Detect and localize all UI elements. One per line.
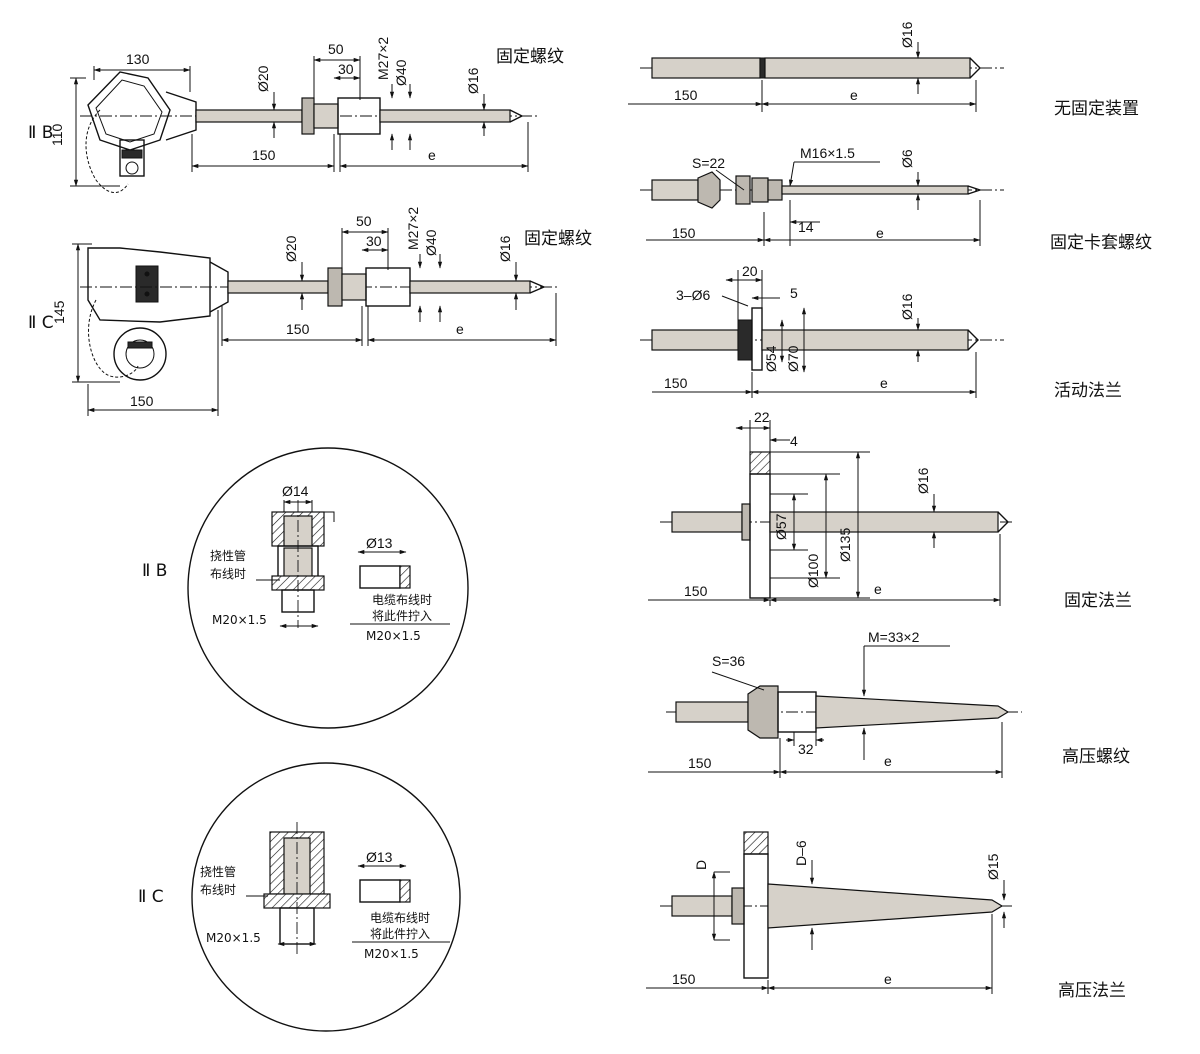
type-IIB-assembly: 130 110 Ⅱ B 150 e 50 30 M27×2 Ø40 Ø20 Ø1… <box>28 37 564 193</box>
detail-IIB-flex-1: 挠性管 <box>210 548 246 563</box>
detail-IIB-cable-2: 将此件拧入 <box>372 609 432 623</box>
detail-IIC-m20-left: M20×1.5 <box>206 931 261 945</box>
label-fixed-flange: 固定法兰 <box>1064 591 1132 611</box>
detail-label-IIC: Ⅱ C <box>138 887 164 907</box>
dim-e-IIB: e <box>428 147 436 163</box>
detail-IIB-circle: Ⅱ B Ø14 挠性管 布线时 M20×1.5 Ø13 电缆布线时 将此件拧入 … <box>142 447 469 729</box>
dim-110: 110 <box>49 123 65 146</box>
variant-fixed-flange: 22 4 Ø57 Ø100 Ø135 150 e Ø16 固定法兰 <box>648 409 1132 611</box>
dim-150-movable: 150 <box>664 375 688 391</box>
dim-150-compression: 150 <box>672 225 696 241</box>
dim-20: 20 <box>742 263 758 279</box>
dim-m33: M=33×2 <box>868 629 920 645</box>
detail-IIC-flex-1: 挠性管 <box>200 864 236 879</box>
dim-phi100: Ø100 <box>805 554 821 588</box>
dim-phi20-IIC: Ø20 <box>283 235 299 262</box>
dim-30-IIC: 30 <box>366 233 382 249</box>
dim-m16: M16×1.5 <box>800 145 855 161</box>
label-type-IIC: Ⅱ C <box>28 313 54 333</box>
dim-150-nofix: 150 <box>674 87 698 103</box>
dim-14: 14 <box>798 219 814 235</box>
dim-32: 32 <box>798 741 814 757</box>
label-movable-flange: 活动法兰 <box>1054 381 1122 401</box>
dim-phi15: Ø15 <box>985 853 1001 880</box>
detail-IIC-cable-1: 电缆布线时 <box>370 911 430 925</box>
dim-e-compression: e <box>876 225 884 241</box>
dim-5: 5 <box>790 285 798 301</box>
dim-50-IIB: 50 <box>328 41 344 57</box>
dim-e-IIC: e <box>456 321 464 337</box>
dim-phi16-movable: Ø16 <box>899 293 915 320</box>
dim-4: 4 <box>790 433 798 449</box>
dim-150-IIC: 150 <box>286 321 310 337</box>
dim-phi135: Ø135 <box>837 528 853 562</box>
variant-no-fixing: 150 e Ø16 无固定装置 <box>628 21 1139 119</box>
dim-130: 130 <box>126 51 150 67</box>
dim-3-phi6: 3–Ø6 <box>676 287 710 303</box>
junction-head-IIC <box>87 247 229 381</box>
detail-IIB-m20-left: M20×1.5 <box>212 613 267 627</box>
detail-IIC-flex-2: 布线时 <box>200 883 236 897</box>
dim-e-nofix: e <box>850 87 858 103</box>
dim-145: 145 <box>51 300 67 324</box>
dim-phi57: Ø57 <box>773 513 789 540</box>
dim-phi16-nofix: Ø16 <box>899 21 915 48</box>
fixing-nut-IIB <box>301 97 315 135</box>
dim-e-movable: e <box>880 375 888 391</box>
variant-movable-flange: 20 5 3–Ø6 Ø54 Ø70 150 e Ø16 活动法兰 <box>640 263 1122 401</box>
label-high-pressure-thread: 高压螺纹 <box>1062 747 1130 767</box>
dim-M27-IIC: M27×2 <box>405 207 421 250</box>
dim-150-IIB: 150 <box>252 147 276 163</box>
label-compression-fitting: 固定卡套螺纹 <box>1050 233 1152 253</box>
detail-IIC-cable-2: 将此件拧入 <box>370 927 430 941</box>
label-high-pressure-flange: 高压法兰 <box>1058 981 1126 1001</box>
detail-IIC-phi13: Ø13 <box>366 849 393 865</box>
protection-tube-IIC <box>227 280 329 294</box>
detail-IIB-flex-2: 布线时 <box>210 567 246 581</box>
detail-IIC-m20-right: M20×1.5 <box>364 947 419 961</box>
protection-tube-IIB <box>195 109 303 123</box>
dim-50-IIC: 50 <box>356 213 372 229</box>
dim-D-6: D–6 <box>793 840 809 866</box>
detail-IIB-phi14: Ø14 <box>282 483 309 499</box>
detail-IIC-circle: Ⅱ C 挠性管 布线时 M20×1.5 Ø13 电缆布线时 将此件拧入 M20×… <box>138 762 461 1032</box>
dim-phi16-fixed: Ø16 <box>915 467 931 494</box>
dim-D: D <box>693 860 709 870</box>
dim-phi16-IIB: Ø16 <box>465 67 481 94</box>
dim-M27-IIB: M27×2 <box>375 37 391 80</box>
detail-IIB-phi13: Ø13 <box>366 535 393 551</box>
dim-phi40-IIB: Ø40 <box>393 59 409 86</box>
type-IIC-assembly: 145 Ⅱ C 150 150 e 50 30 M27×2 Ø40 Ø20 Ø1… <box>28 207 592 416</box>
dim-phi40-IIC: Ø40 <box>423 229 439 256</box>
variant-high-pressure-flange: D D–6 Ø15 150 e 高压法兰 <box>646 831 1126 1001</box>
dim-phi70: Ø70 <box>785 345 801 372</box>
dim-s22: S=22 <box>692 155 725 171</box>
dim-phi20-IIB: Ø20 <box>255 65 271 92</box>
dim-150-hp-thread: 150 <box>688 755 712 771</box>
label-fixed-thread-IIB: 固定螺纹 <box>496 47 564 67</box>
dim-phi54: Ø54 <box>763 345 779 372</box>
label-no-fixing: 无固定装置 <box>1054 99 1139 119</box>
dim-phi6: Ø6 <box>899 149 915 168</box>
label-type-IIB: Ⅱ B <box>28 123 53 143</box>
dim-s36: S=36 <box>712 653 745 669</box>
variant-high-pressure-thread: S=36 M=33×2 32 150 e 高压螺纹 <box>648 629 1130 778</box>
detail-IIB-m20-right: M20×1.5 <box>366 629 421 643</box>
label-fixed-thread-IIC: 固定螺纹 <box>524 229 592 249</box>
variant-compression-fitting: S=22 M16×1.5 14 150 e Ø6 固定卡套螺纹 <box>640 145 1152 253</box>
dim-phi16-IIC: Ø16 <box>497 235 513 262</box>
dim-150-hp-flange: 150 <box>672 971 696 987</box>
dim-e-hp-flange: e <box>884 971 892 987</box>
fixing-nut-IIC <box>327 267 343 307</box>
detail-label-IIB: Ⅱ B <box>142 561 167 581</box>
detail-IIB-cable-1: 电缆布线时 <box>372 593 432 607</box>
dim-e-fixed: e <box>874 581 882 597</box>
dim-30-IIB: 30 <box>338 61 354 77</box>
dim-150-IIC-head: 150 <box>130 393 154 409</box>
dim-150-fixed: 150 <box>684 583 708 599</box>
dim-22: 22 <box>754 409 770 425</box>
dim-e-hp-thread: e <box>884 753 892 769</box>
